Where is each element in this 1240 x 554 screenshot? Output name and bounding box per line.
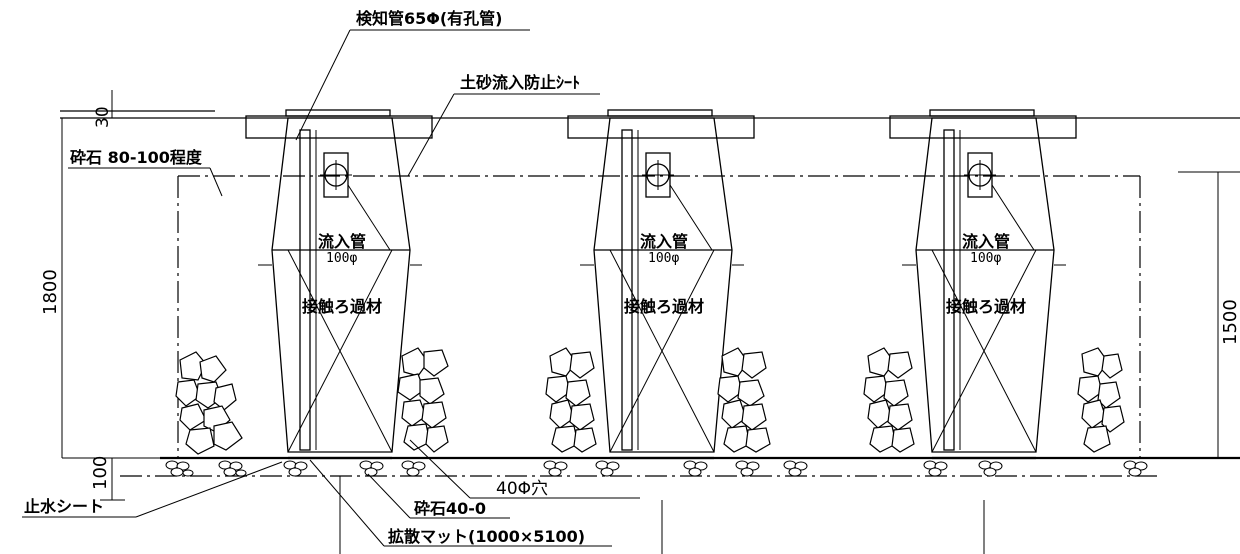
tank-3-flange: [889, 115, 1077, 139]
diffusion-mat-label: 拡散マット(1000×5100): [388, 527, 585, 546]
detection-pipe-label: 検知管65Φ(有孔管): [356, 9, 503, 28]
crushed-stone-top-leader: [209, 167, 223, 197]
tank-1-cross-b: [287, 249, 393, 453]
waterstop-sheet-label: 止水シート: [24, 497, 104, 516]
dim-1500-text: 1500: [1220, 299, 1240, 345]
diffusion-mat-leader: [309, 459, 385, 547]
tank-2-filter-label: 接触ろ過材: [624, 297, 704, 316]
dim-1800-text: 1800: [40, 269, 61, 315]
dim-100-text: 100: [90, 456, 111, 490]
tank-2-detection-pipe: [621, 129, 633, 451]
crushed-stone-top-label: 砕石 80-100程度: [70, 148, 203, 167]
tank-3-filter-label: 接触ろ過材: [946, 297, 1026, 316]
tank-1-inflow-label: 流入管: [318, 232, 366, 251]
hole-label: 40Φ穴: [496, 479, 548, 499]
detection-pipe-leader: [295, 29, 351, 141]
filter-tank-2: 流入管 100φ 接触ろ過材: [567, 109, 755, 460]
tank-3-body: [915, 117, 1055, 453]
tank-1-detection-pipe: [299, 129, 311, 451]
rock-cluster-6: [1077, 347, 1125, 453]
tank-1-inflow-size: 100φ: [326, 251, 357, 266]
tank-1-body: [271, 117, 411, 453]
tank-3-inflow-size: 100φ: [970, 251, 1001, 266]
tank-3-cross-b: [931, 249, 1037, 453]
sediment-sheet-leader: [407, 93, 455, 177]
tank-3-cap: [929, 109, 1035, 117]
filter-tank-1: 流入管 100φ 接触ろ過材: [245, 109, 433, 460]
crushed-stone-bottom-label: 砕石40-0: [414, 499, 486, 518]
tank-2-leader: [669, 184, 713, 251]
dim-30-text: 30: [93, 106, 113, 128]
tank-3-inflow-label: 流入管: [962, 232, 1010, 251]
rock-cluster-5: [863, 347, 915, 453]
crushed-stone-bottom-leader: [367, 473, 411, 519]
tank-1-cap: [285, 109, 391, 117]
rock-cluster-3: [545, 347, 597, 453]
tank-1-flange: [245, 115, 433, 139]
rock-cluster-4: [717, 347, 771, 453]
gravel-row: [165, 460, 1148, 477]
hole-leader: [409, 439, 471, 499]
tank-3-detection-pipe: [943, 129, 955, 451]
waterstop-sheet-leader: [135, 461, 283, 518]
tank-2-inflow-label: 流入管: [640, 232, 688, 251]
rock-cluster-2: [397, 347, 449, 453]
rock-cluster-1: [175, 351, 243, 455]
filter-tank-3: 流入管 100φ 接触ろ過材: [889, 109, 1077, 460]
tank-2-inflow-size: 100φ: [648, 251, 679, 266]
tank-2-body: [593, 117, 733, 453]
tank-1-leader: [347, 184, 391, 251]
tank-2-flange: [567, 115, 755, 139]
sediment-sheet-label: 土砂流入防止ｼｰﾄ: [460, 73, 580, 92]
tank-2-cross-b: [609, 249, 715, 453]
tank-1-filter-label: 接触ろ過材: [302, 297, 382, 316]
tank-2-cap: [607, 109, 713, 117]
tank-3-leader: [991, 184, 1035, 251]
